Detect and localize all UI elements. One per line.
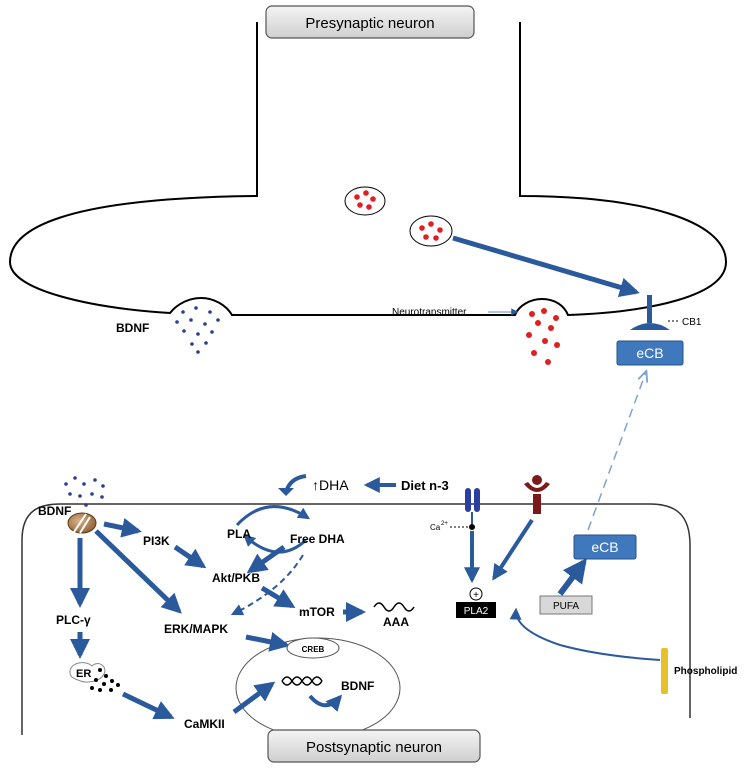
gene-expression-arrow [308,694,343,712]
pufa-to-ecb-arrow [557,558,587,596]
title-postsynaptic: Postsynaptic neuron [267,729,481,763]
phospholipid-icon [661,648,668,694]
phospholipid-label: Phospholipid [674,666,737,677]
er-label: ER [76,668,91,680]
free-dha-label: Free DHA [290,532,345,546]
bdnf-release-dots [175,306,220,354]
svg-text:Postsynaptic neuron: Postsynaptic neuron [306,739,442,756]
phospholipid-to-pufa-arrow [509,607,661,661]
pathway-arrows [70,517,366,720]
ecb-box-postsynaptic: eCB [573,534,637,560]
svg-text:+: + [473,590,479,601]
svg-text:eCB: eCB [591,539,618,555]
metabotropic-receptor [524,475,550,514]
vesicle-top [344,186,386,216]
pi3k-label: PI3K [143,534,170,548]
freedha-to-erk-dashed [230,554,304,616]
ecb-retrograde-arrow [587,372,646,531]
svg-text:PLA2: PLA2 [464,606,489,617]
pufa-box: PUFA [539,595,593,615]
vesicle-moving [409,215,453,247]
bdnf-receptor-label: BDNF [38,504,71,518]
calcium-channel [450,488,480,530]
mrna-wave [373,602,415,612]
ca-superscript: 2+ [441,521,448,527]
ca-label: Ca [430,523,441,532]
postsynaptic-membrane [21,503,691,735]
diet-label: Diet n-3 [401,478,449,493]
creb-box: CREB [286,637,340,659]
bdnf-post-dots [64,476,105,507]
er-structure [69,662,120,692]
svg-text:CREB: CREB [302,645,325,654]
mtor-label: mTOR [299,605,335,619]
svg-text:Presynaptic neuron: Presynaptic neuron [305,15,434,32]
svg-text:eCB: eCB [636,345,663,361]
cb1-receptor [630,295,680,330]
dha-curl-head [278,488,294,496]
neurotransmitter-label: Neurotransmitter [392,307,467,318]
vesicle-to-cb1-arrow [452,235,640,298]
pla-to-freedha-arrow [235,505,311,527]
bdnf-gene-label: BDNF [341,679,374,693]
neurotransmitter-dots [526,308,560,365]
svg-text:PUFA: PUFA [553,601,579,612]
title-presynaptic: Presynaptic neuron [265,5,475,39]
ecb-box-presynaptic: eCB [616,340,684,366]
aaa-label: AAA [383,615,409,629]
presynaptic-terminal [8,22,728,317]
pla2-node: + PLA2 [456,587,496,618]
plc-label: PLC-γ [56,613,91,627]
bdnf-presynaptic-label: BDNF [116,321,149,335]
pla-label: PLA [227,527,251,541]
cb1-label: CB1 [682,317,702,328]
dna-strand-2 [281,676,323,686]
bdnf-receptor [67,512,97,534]
dha-label: ↑DHA [312,477,349,493]
akt-label: Akt/PKB [212,571,260,585]
erk-label: ERK/MAPK [164,622,228,636]
receptor-to-pla2-arrow [492,518,534,581]
camkii-label: CaMKII [184,717,225,731]
